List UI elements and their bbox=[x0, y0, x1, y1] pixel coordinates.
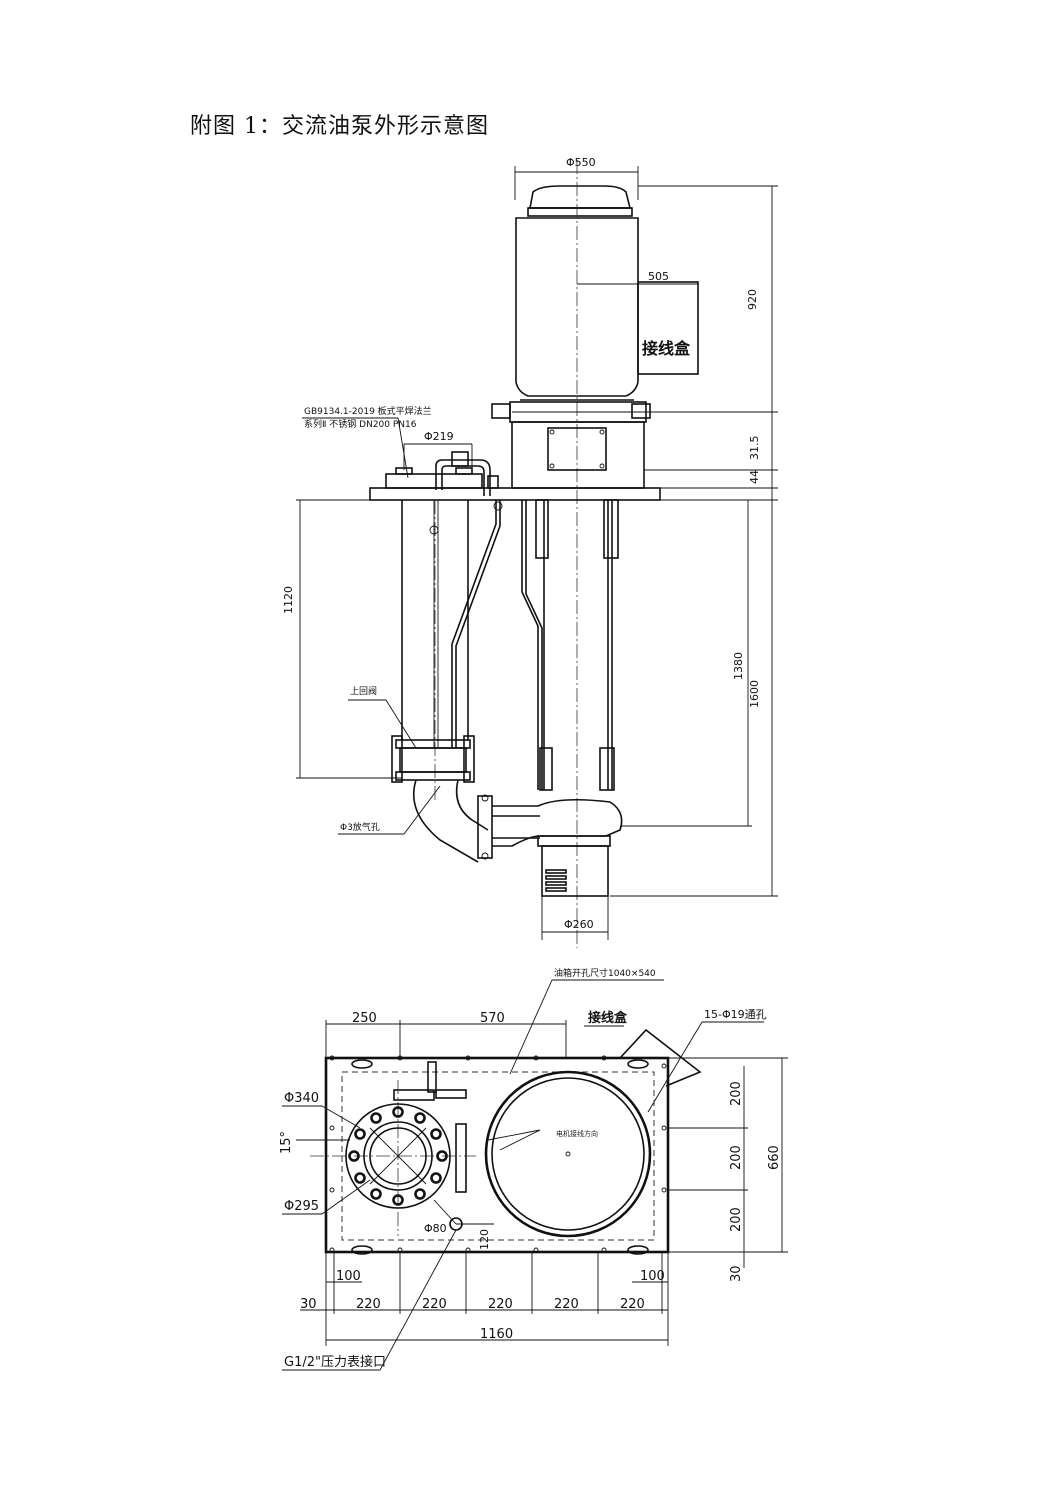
holes-label: 15-Φ19通孔 bbox=[704, 1008, 767, 1021]
upper-return-label: 上回阀 bbox=[350, 686, 377, 697]
dim-44: 44 bbox=[748, 470, 761, 484]
dim-dia-80: Φ80 bbox=[424, 1222, 447, 1235]
dim-right-30: 30 bbox=[729, 1265, 744, 1282]
junction-box-label: 接线盒 bbox=[642, 339, 691, 358]
dim-dia-260: Φ260 bbox=[564, 918, 594, 931]
dim-b220-1: 220 bbox=[356, 1297, 381, 1312]
vent-hole-label: Φ3放气孔 bbox=[340, 821, 380, 833]
page-title: 附图 1：交流油泵外形示意图 bbox=[190, 114, 489, 139]
plan-junction-box-label: 接线盒 bbox=[588, 1010, 628, 1026]
dim-1600: 1600 bbox=[748, 680, 761, 708]
dim-250: 250 bbox=[352, 1011, 377, 1026]
dim-right-200b: 200 bbox=[729, 1145, 744, 1170]
dim-1380: 1380 bbox=[732, 652, 745, 680]
dim-dia-340: Φ340 bbox=[284, 1091, 319, 1106]
bolt-circle bbox=[348, 1106, 448, 1206]
dim-right-200a: 200 bbox=[729, 1081, 744, 1106]
dim-right-200c: 200 bbox=[729, 1207, 744, 1232]
motor-note: 电机接线方向 bbox=[556, 1129, 598, 1138]
dim-31-5: 31.5 bbox=[748, 436, 761, 461]
dim-920: 920 bbox=[746, 289, 759, 310]
dim-120: 120 bbox=[478, 1229, 491, 1250]
dim-1120: 1120 bbox=[282, 586, 295, 614]
dim-1160: 1160 bbox=[480, 1327, 513, 1342]
dim-b220-3: 220 bbox=[488, 1297, 513, 1312]
tank-opening-label: 油箱开孔尺寸1040×540 bbox=[554, 967, 656, 979]
angle-15: 15° bbox=[279, 1131, 294, 1154]
dim-dia-219: Φ219 bbox=[424, 430, 454, 443]
dim-505: 505 bbox=[648, 270, 669, 283]
elevation-view: Φ550 505 接线盒 920 31.5 44 bbox=[282, 156, 778, 948]
dim-b220-5: 220 bbox=[620, 1297, 645, 1312]
dim-left-100: 100 bbox=[336, 1269, 361, 1284]
dim-right-100: 100 bbox=[640, 1269, 665, 1284]
dim-570: 570 bbox=[480, 1011, 505, 1026]
plan-view: 油箱开孔尺寸1040×540 250 570 接线盒 15-Φ19通孔 bbox=[279, 967, 788, 1371]
flange-note-line1: GB9134.1-2019 板式平焊法兰 bbox=[304, 405, 432, 417]
dim-dia-295: Φ295 bbox=[284, 1199, 319, 1214]
dim-right-660: 660 bbox=[767, 1145, 782, 1170]
flange-note-line2: 系列Ⅱ 不锈钢 DN200 PN16 bbox=[304, 418, 417, 430]
mounting-holes bbox=[329, 1055, 667, 1255]
dim-bottom-30: 30 bbox=[300, 1297, 317, 1312]
dim-dia-550: Φ550 bbox=[566, 156, 596, 169]
strainer-grille bbox=[545, 869, 567, 892]
dim-b220-4: 220 bbox=[554, 1297, 579, 1312]
gauge-port-label: G1/2"压力表接口 bbox=[284, 1354, 386, 1370]
dim-b220-2: 220 bbox=[422, 1297, 447, 1312]
